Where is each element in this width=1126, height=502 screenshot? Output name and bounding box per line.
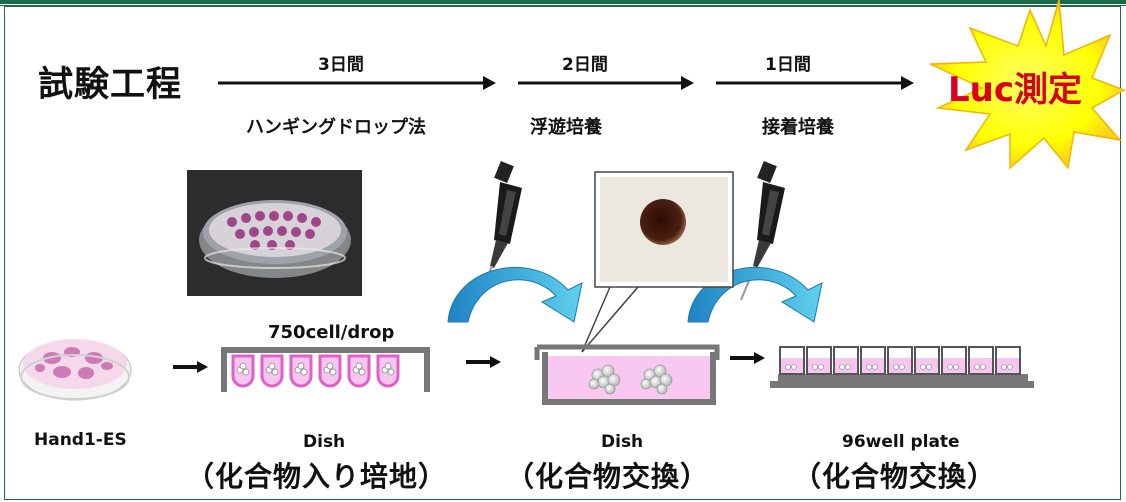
hanging-drop-lid (221, 347, 430, 392)
luc-measurement-label: Luc測定 (948, 70, 1083, 110)
es-cell-dish (18, 339, 132, 401)
transfer-curve-arrow (447, 266, 583, 323)
step-arrow (173, 361, 208, 373)
dish2-note: （化合物交換） (506, 460, 710, 493)
duration-label-2: 2日間 (562, 55, 608, 75)
pipette-icon (740, 161, 785, 301)
spheroid-micrograph (581, 171, 734, 353)
plate-label: 96well plate (842, 432, 960, 452)
process-title: 試験工程 (38, 65, 183, 105)
dish2-label: Dish (601, 432, 644, 452)
top-border (0, 0, 1126, 4)
dish1-label: Dish (303, 432, 346, 452)
drop-density-label: 750cell/drop (268, 322, 395, 343)
step-arrow (466, 356, 501, 368)
starburst-shape (929, 0, 1126, 170)
es-cell-label: Hand1-ES (34, 430, 127, 450)
method-label-hanging-drop: ハンギングドロップ法 (246, 117, 426, 138)
top-border-thin (0, 5, 1126, 6)
plate-note: （化合物交換） (793, 460, 997, 493)
suspension-dish (534, 344, 720, 405)
timeline-arrow-2 (518, 76, 694, 90)
well-plate (770, 346, 1034, 388)
slide-frame (4, 6, 1121, 500)
hanging-drop-photo (187, 170, 362, 296)
timeline-arrow-1 (218, 76, 496, 90)
duration-label-1: 3日間 (318, 55, 364, 75)
step-arrow (730, 352, 765, 364)
method-label-suspension: 浮遊培養 (530, 117, 602, 138)
dish1-note: （化合物入り培地） (186, 460, 448, 493)
timeline-arrow-3 (716, 76, 914, 90)
method-label-adherent: 接着培養 (762, 117, 834, 138)
duration-label-3: 1日間 (765, 55, 811, 75)
pipette-icon (477, 161, 522, 301)
